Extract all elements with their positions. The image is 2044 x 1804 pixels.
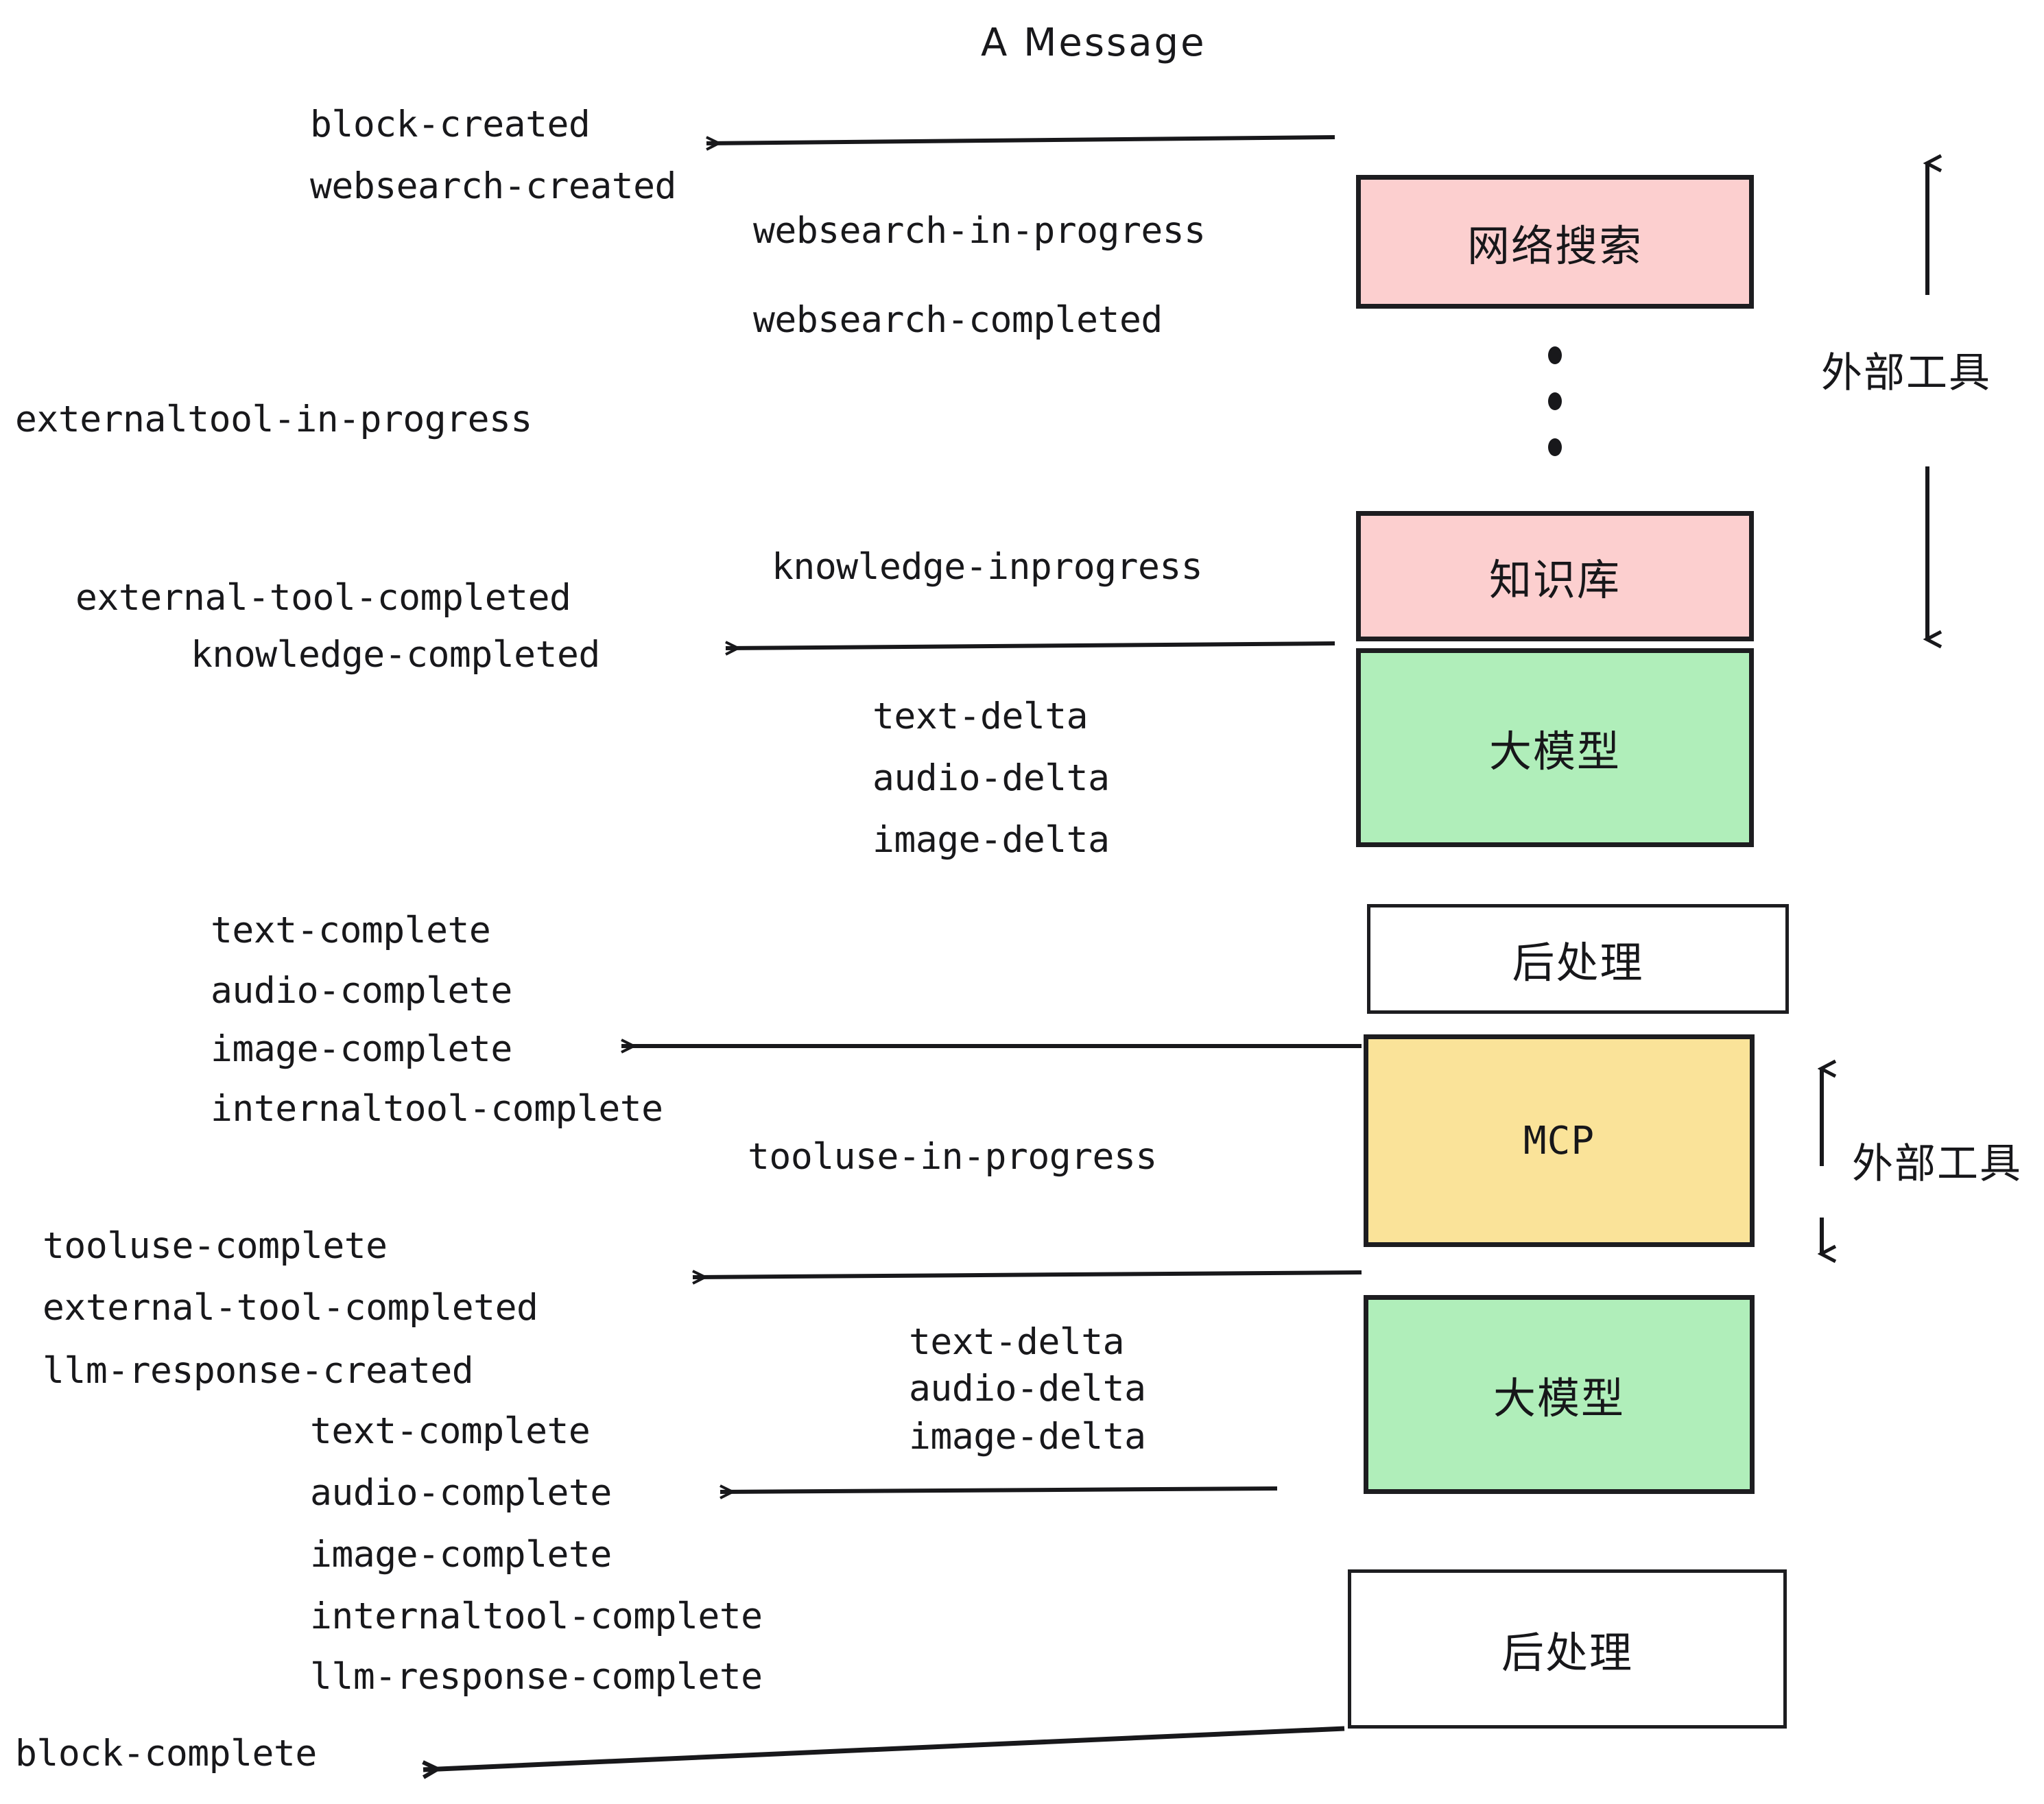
event-text-complete-1: text-complete: [211, 910, 491, 951]
box-llm-2-label: 大模型: [1493, 1373, 1625, 1423]
event-image-delta-2: image-delta: [909, 1416, 1146, 1458]
event-external-tool-completed-1: external-tool-completed: [75, 577, 571, 619]
event-text-complete-2: text-complete: [310, 1410, 591, 1452]
ellipsis-dots: [1547, 346, 1562, 456]
box-mcp[interactable]: MCP: [1364, 1034, 1755, 1247]
box-mcp-label: MCP: [1523, 1118, 1595, 1163]
event-websearch-in-progress: websearch-in-progress: [753, 210, 1206, 252]
event-websearch-created: websearch-created: [310, 165, 676, 207]
event-websearch-completed: websearch-completed: [753, 299, 1163, 341]
box-postprocess-2-label: 后处理: [1501, 1628, 1633, 1678]
box-llm-2[interactable]: 大模型: [1364, 1295, 1755, 1494]
event-audio-delta-1: audio-delta: [872, 757, 1110, 799]
event-tooluse-in-progress: tooluse-in-progress: [748, 1136, 1157, 1178]
box-postprocess-1[interactable]: 后处理: [1367, 904, 1789, 1014]
dot: [1548, 438, 1562, 456]
box-websearch-label: 网络搜索: [1466, 220, 1643, 271]
event-image-delta-1: image-delta: [872, 819, 1110, 861]
box-llm-1[interactable]: 大模型: [1356, 648, 1754, 847]
event-text-delta-1: text-delta: [872, 696, 1089, 737]
box-websearch[interactable]: 网络搜索: [1356, 175, 1754, 309]
event-external-tool-completed-2: external-tool-completed: [43, 1287, 538, 1329]
box-llm-1-label: 大模型: [1488, 726, 1621, 776]
event-image-complete-1: image-complete: [211, 1028, 512, 1070]
external-tools-top-label: 外部工具: [1821, 349, 1991, 397]
event-text-delta-2: text-delta: [909, 1321, 1125, 1363]
dot: [1548, 346, 1562, 364]
event-externaltool-in-progress: externaltool-in-progress: [15, 399, 532, 440]
box-postprocess-1-label: 后处理: [1512, 938, 1644, 988]
event-block-complete: block-complete: [15, 1733, 317, 1775]
event-audio-complete-2: audio-complete: [310, 1472, 612, 1514]
event-audio-delta-2: audio-delta: [909, 1368, 1146, 1410]
arrow-mcp-to-tooluse-complete: [693, 1272, 1362, 1277]
arrow-websearch-to-created: [706, 135, 1335, 143]
arrow-knowledge-to-completed: [726, 643, 1335, 648]
box-postprocess-2[interactable]: 后处理: [1348, 1569, 1787, 1729]
event-audio-complete-1: audio-complete: [211, 970, 512, 1012]
event-knowledge-inprogress: knowledge-inprogress: [772, 546, 1203, 588]
arrow-llm2-to-audio-complete: [720, 1488, 1278, 1492]
event-internaltool-complete-1: internaltool-complete: [211, 1088, 663, 1130]
diagram-title: A Message: [981, 21, 1207, 65]
box-knowledgebase-label: 知识库: [1488, 555, 1621, 605]
event-tooluse-complete: tooluse-complete: [43, 1225, 388, 1267]
event-image-complete-2: image-complete: [310, 1534, 612, 1576]
event-llm-response-complete: llm-response-complete: [310, 1656, 763, 1698]
external-tools-bottom-label: 外部工具: [1852, 1140, 2022, 1188]
event-internaltool-complete-2: internaltool-complete: [310, 1595, 763, 1637]
event-llm-response-created: llm-response-created: [43, 1350, 474, 1392]
dot: [1548, 392, 1562, 410]
event-knowledge-completed: knowledge-completed: [191, 634, 600, 676]
arrow-postprocess2-to-block-complete: [423, 1726, 1345, 1770]
box-knowledgebase[interactable]: 知识库: [1356, 511, 1754, 641]
event-block-created: block-created: [310, 104, 591, 145]
